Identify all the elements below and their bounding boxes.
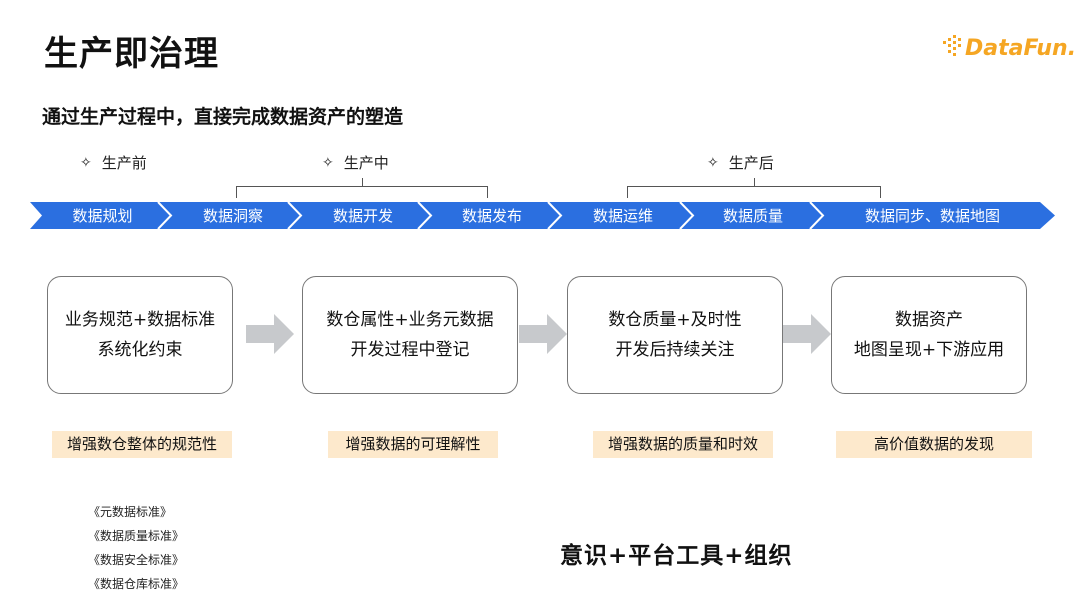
standard-item: 《数据安全标准》 — [88, 553, 185, 567]
benefit-tag: 高价值数据的发现 — [836, 431, 1032, 458]
phase-after: ✧ 生产后 — [707, 152, 774, 173]
gray-arrow-icon — [246, 314, 294, 354]
flow-step: 数据发布 — [461, 207, 522, 225]
box-line: 数仓属性+业务元数据 — [326, 310, 494, 330]
box-line: 业务规范+数据标准 — [64, 310, 216, 330]
flow-step: 数据洞察 — [202, 207, 263, 225]
stage-box: 数仓质量+及时性 开发后持续关注 — [567, 276, 783, 394]
datafun-logo: DataFun. — [943, 30, 1076, 66]
phase-before: ✧ 生产前 — [80, 152, 147, 173]
stage-box: 数据资产 地图呈现+下游应用 — [831, 276, 1027, 394]
phase-label: 生产前 — [101, 154, 147, 172]
box-line: 开发后持续关注 — [615, 340, 735, 360]
box-line: 数据资产 — [895, 310, 963, 330]
stage-box: 业务规范+数据标准 系统化约束 — [47, 276, 233, 394]
phase-label: 生产后 — [728, 154, 774, 172]
flow-step: 数据同步、数据地图 — [864, 207, 1000, 225]
flow-step: 数据规划 — [72, 207, 133, 225]
gray-arrow-icon — [783, 314, 831, 354]
phase-during: ✧ 生产中 — [322, 152, 389, 173]
box-line: 数仓质量+及时性 — [608, 310, 742, 330]
flow-step: 数据运维 — [592, 207, 653, 225]
benefit-tag: 增强数据的质量和时效 — [593, 431, 773, 458]
logo-text: DataFun. — [965, 35, 1077, 61]
standard-item: 《数据质量标准》 — [88, 529, 185, 543]
benefit-tag: 增强数据的可理解性 — [328, 431, 498, 458]
summary-text: 意识+平台工具+组织 — [560, 543, 793, 569]
process-flow-band — [30, 202, 1055, 229]
phase-label: 生产中 — [343, 154, 389, 172]
flow-step: 数据质量 — [722, 207, 783, 225]
flow-step: 数据开发 — [332, 207, 393, 225]
diamond-icon: ✧ — [322, 154, 334, 171]
standard-item: 《数据仓库标准》 — [88, 577, 185, 591]
diamond-icon: ✧ — [707, 154, 719, 171]
subtitle: 通过生产过程中，直接完成数据资产的塑造 — [42, 106, 404, 128]
benefit-tag: 增强数仓整体的规范性 — [52, 431, 232, 458]
standard-item: 《元数据标准》 — [88, 505, 173, 519]
diamond-icon: ✧ — [80, 154, 92, 171]
phase-bracket-after — [627, 178, 881, 198]
stage-box: 数仓属性+业务元数据 开发过程中登记 — [302, 276, 518, 394]
phase-bracket-during — [236, 178, 488, 198]
box-line: 地图呈现+下游应用 — [853, 340, 1005, 360]
box-line: 系统化约束 — [97, 340, 183, 360]
gray-arrow-icon — [519, 314, 567, 354]
logo-mark-icon — [943, 35, 961, 56]
box-line: 开发过程中登记 — [350, 340, 470, 360]
page-title: 生产即治理 — [44, 34, 219, 74]
